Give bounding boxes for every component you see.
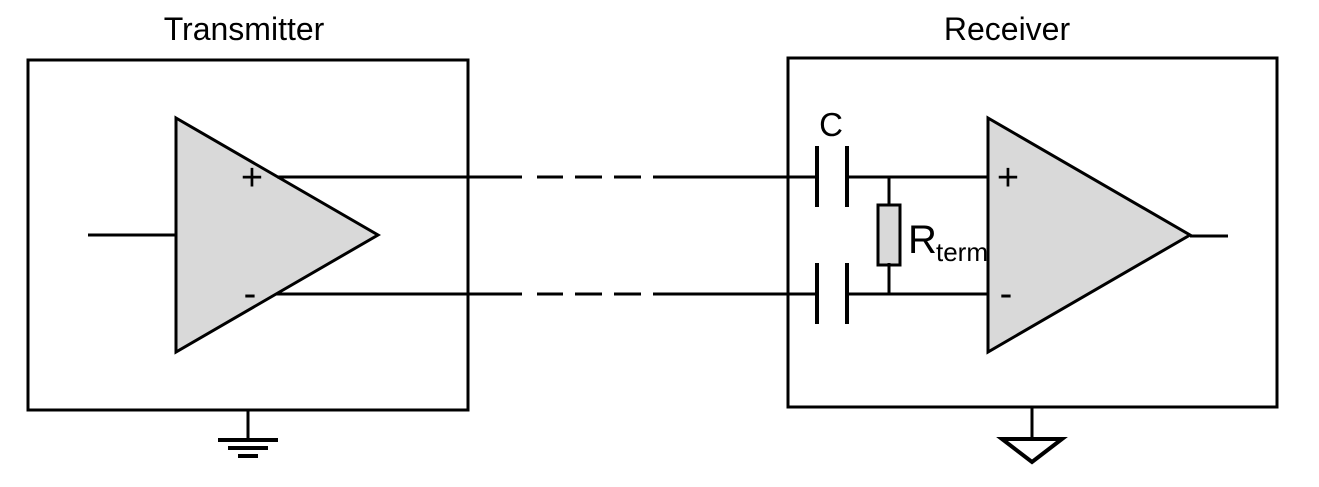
coupling-capacitor-bottom [815, 263, 849, 324]
receiver-plus-pin-label: + [997, 157, 1019, 199]
receiver-ground-symbol [996, 407, 1068, 465]
resistor-label-subscript: term [936, 237, 988, 267]
transmitter-block: Transmitter + - [26, 11, 470, 458]
receiver-ground-triangle [996, 437, 1068, 465]
resistor-body [876, 203, 902, 267]
receiver-block: Receiver C R te [786, 11, 1279, 465]
receiver-opamp-triangle [986, 115, 1193, 355]
capacitor-label: C [819, 106, 843, 143]
transmitter-minus-pin-label: - [244, 273, 257, 315]
coupling-capacitor-top [815, 146, 849, 207]
resistor-label: R [908, 218, 937, 262]
receiver-title: Receiver [944, 11, 1071, 47]
transmitter-ground-symbol [218, 410, 278, 458]
transmitter-plus-pin-label: + [241, 157, 263, 199]
differential-interconnect [276, 175, 817, 296]
transmitter-title: Transmitter [164, 11, 325, 47]
termination-resistor [876, 177, 902, 294]
transmitter-opamp-triangle [174, 115, 381, 355]
receiver-minus-pin-label: - [1000, 273, 1013, 315]
